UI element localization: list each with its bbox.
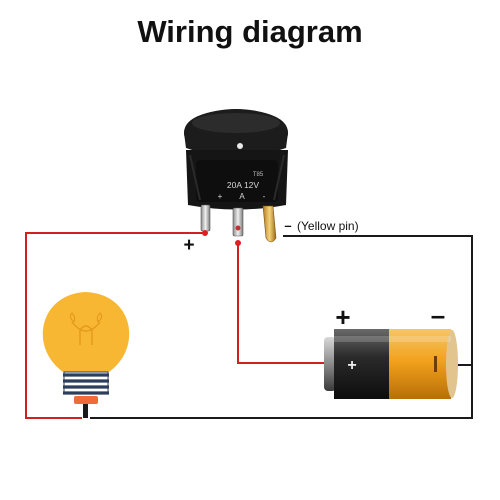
switch-rating-top: T85: [253, 172, 264, 178]
switch-rating: 20A 12V: [227, 180, 259, 190]
battery-gold-section: [389, 329, 451, 399]
positive-wire-bulb: [25, 232, 205, 419]
positive-wire-battery: [237, 243, 324, 364]
battery-minus-label: –: [431, 300, 445, 330]
switch-pin-mark-minus: -: [263, 192, 266, 201]
negative-wire-switch: [283, 235, 473, 366]
switch-pin-negative: [262, 205, 277, 243]
switch-plus-label: +: [183, 235, 194, 256]
battery-cap: [324, 337, 336, 391]
yellow-pin-dash: –: [284, 218, 291, 233]
diagram-title: Wiring diagram: [137, 14, 363, 49]
rocker-switch[interactable]: T85 20A 12V + A -: [184, 109, 288, 246]
switch-pin-positive: [200, 204, 211, 232]
battery-body-plus: +: [347, 357, 356, 374]
battery-black-section: [334, 329, 389, 399]
battery: +: [324, 329, 458, 399]
switch-pin-mark-a: A: [239, 192, 245, 201]
switch-pin-mark-plus: +: [218, 192, 223, 201]
battery-body-minus: [434, 356, 437, 372]
switch-pin-accessory: [232, 207, 244, 237]
bulb-contact: [74, 396, 98, 404]
battery-plus-label: +: [335, 302, 350, 332]
bulb-glass: [42, 292, 130, 374]
negative-wire-bulb: [90, 365, 473, 419]
switch-indicator-dot: [237, 143, 243, 149]
light-bulb: [42, 292, 130, 418]
yellow-pin-label: (Yellow pin): [297, 219, 359, 233]
